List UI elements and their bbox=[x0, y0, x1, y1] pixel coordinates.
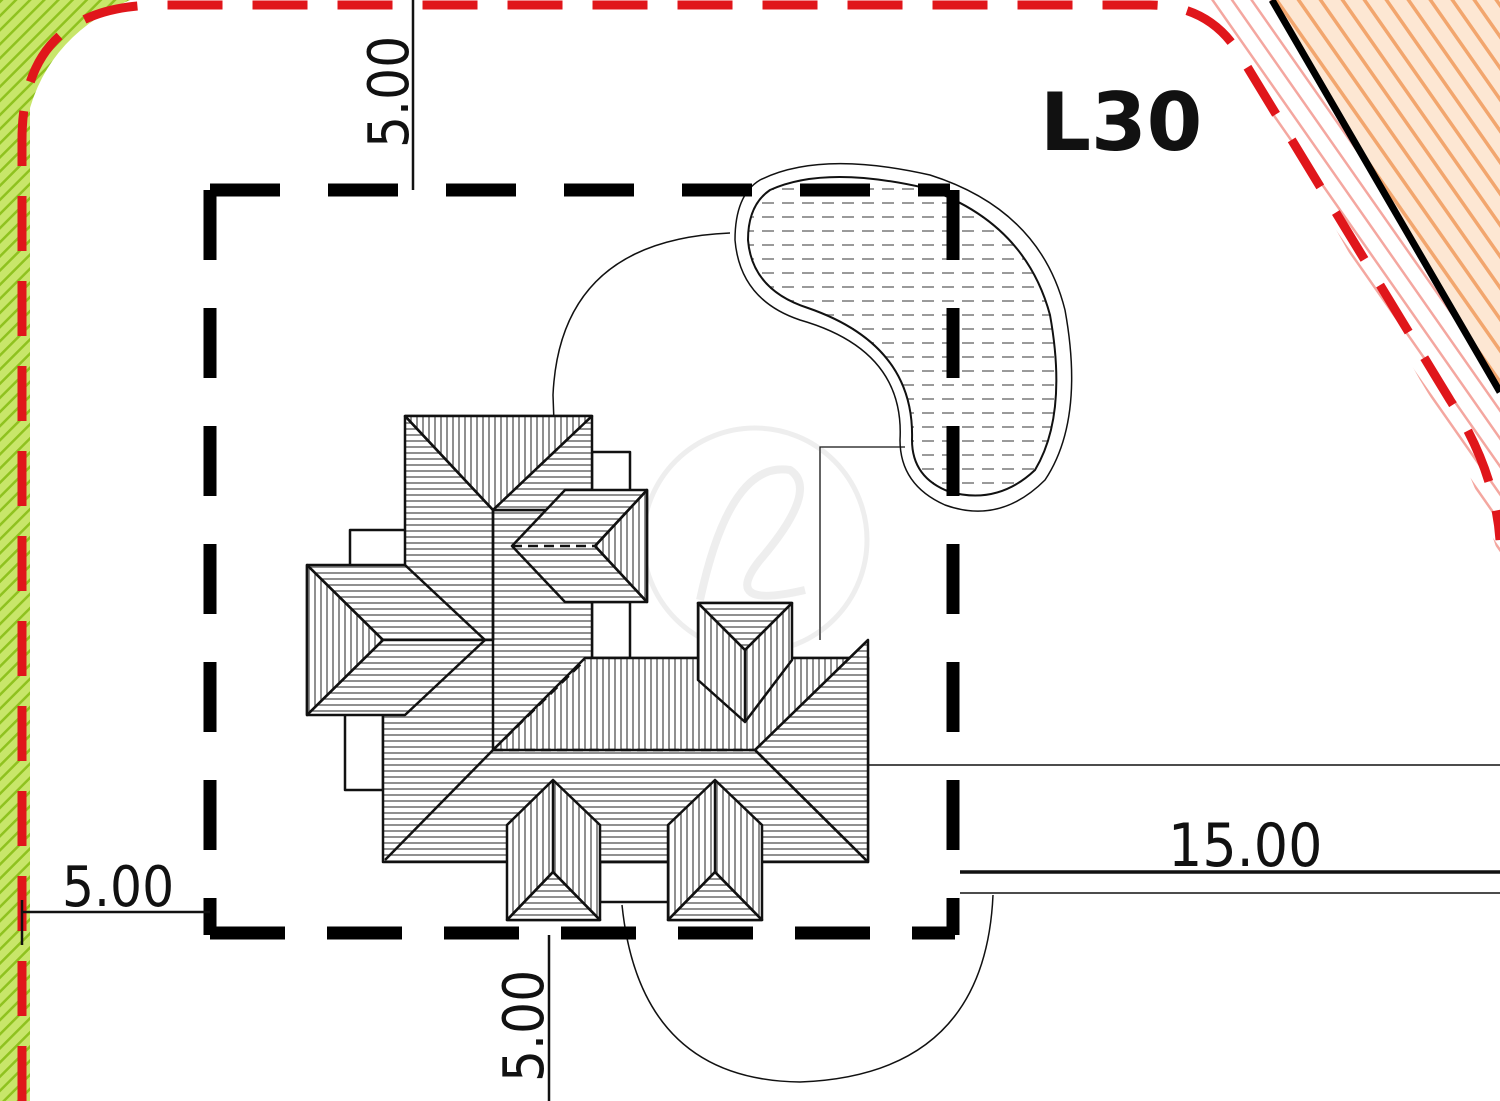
lot-label: L30 bbox=[1040, 76, 1202, 169]
wall-bump-4 bbox=[590, 600, 632, 660]
garden-curve-top bbox=[552, 232, 731, 451]
wall-bump-1 bbox=[348, 528, 410, 568]
wall-bump-2 bbox=[343, 710, 385, 792]
green-zone-corner bbox=[0, 0, 130, 130]
pool-outline bbox=[734, 162, 1073, 512]
building-envelope bbox=[203, 183, 960, 940]
dim-label-top: 5.00 bbox=[357, 36, 422, 148]
porch-step bbox=[598, 860, 672, 904]
lot-boundary bbox=[17, 0, 1500, 1101]
dimension-lines bbox=[20, 0, 1500, 1101]
adjacent-boundary-line bbox=[1268, 0, 1500, 394]
garden-curve-bottom bbox=[621, 894, 994, 1083]
house-roof-plan bbox=[305, 414, 870, 922]
patio-outline bbox=[819, 446, 905, 640]
dim-label-road: 15.00 bbox=[1168, 811, 1322, 881]
pool-water bbox=[746, 175, 1058, 497]
dim-label-left: 5.00 bbox=[62, 855, 174, 920]
wall-bump-3 bbox=[590, 450, 632, 494]
dim-label-bottom: 5.00 bbox=[492, 970, 557, 1082]
